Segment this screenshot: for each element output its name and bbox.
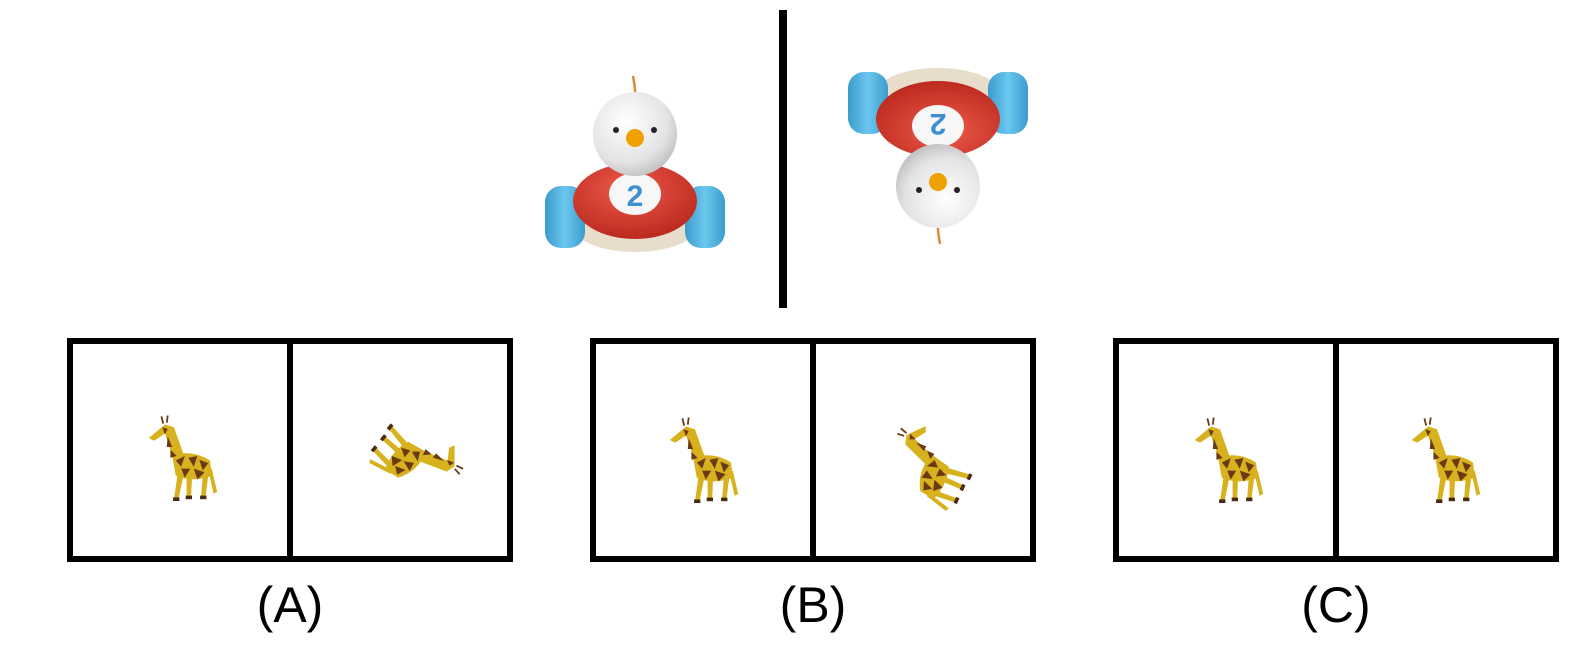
option-b-label: (B)	[779, 577, 847, 633]
giraffe-rotated-icon	[875, 408, 984, 516]
option-c-right-cell	[1339, 344, 1553, 556]
option-a-left-cell	[73, 344, 293, 556]
option-c-label: (C)	[1301, 577, 1371, 633]
giraffe-icon	[1401, 408, 1491, 508]
example-divider	[779, 10, 787, 308]
option-c-box[interactable]	[1113, 338, 1559, 562]
option-c-left-cell	[1119, 344, 1339, 556]
giraffe-rotated-icon	[361, 403, 473, 514]
option-a-label: (A)	[256, 577, 324, 633]
giraffe-icon	[1184, 408, 1274, 508]
option-a-box[interactable]	[67, 338, 513, 562]
option-a-right-cell	[293, 344, 507, 556]
example-toy-right: 2	[843, 58, 1033, 254]
example-toy-left: 2	[540, 66, 730, 262]
giraffe-icon	[138, 406, 228, 506]
toy-number-right: 2	[930, 107, 947, 140]
option-b-right-cell	[816, 344, 1030, 556]
option-b-left-cell	[596, 344, 816, 556]
toy-number-left: 2	[627, 180, 644, 213]
option-b-box[interactable]	[590, 338, 1036, 562]
giraffe-icon	[659, 408, 749, 508]
